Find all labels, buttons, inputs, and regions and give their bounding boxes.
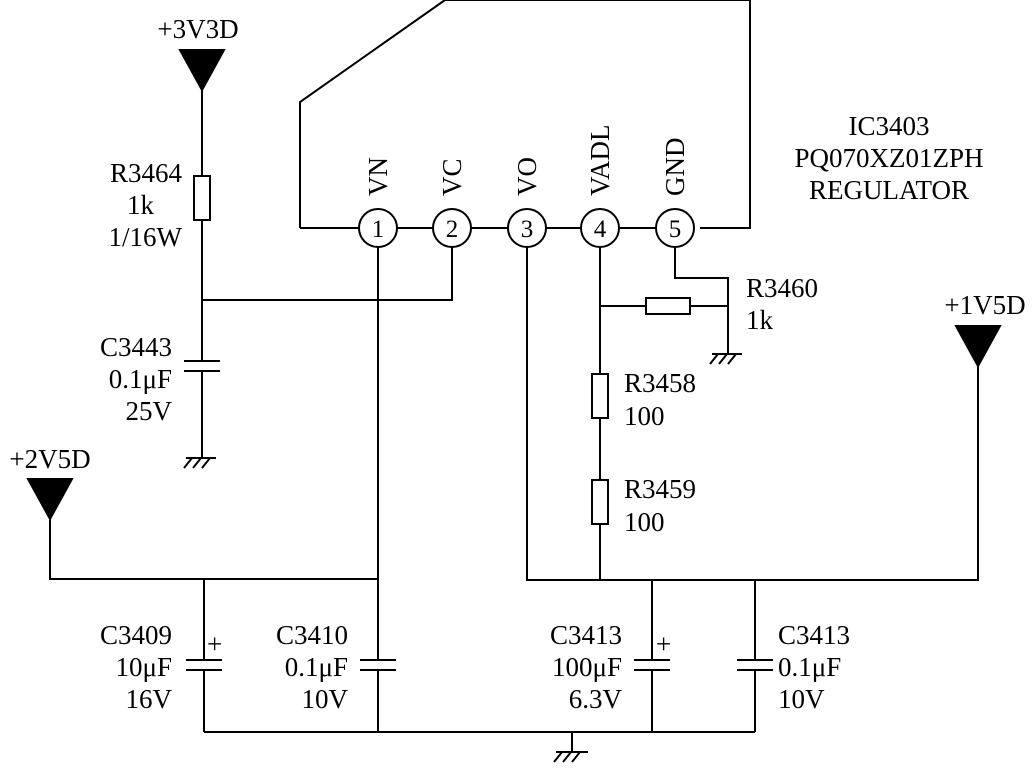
r3460-ref: R3460 bbox=[746, 273, 818, 303]
c3413a-polarity: + bbox=[656, 629, 671, 659]
r3464-ref: R3464 bbox=[110, 158, 183, 188]
pin-1-name: VN bbox=[363, 157, 393, 196]
ground-icon bbox=[709, 353, 742, 365]
c3413a-value: 100μF bbox=[552, 652, 622, 682]
pin-2-number: 2 bbox=[446, 216, 459, 243]
pin-3-name: VO bbox=[512, 157, 542, 196]
ic-type-label: REGULATOR bbox=[809, 175, 969, 205]
r3458-ref: R3458 bbox=[624, 368, 696, 398]
r3459-body bbox=[591, 479, 609, 525]
r3464-body bbox=[193, 175, 211, 221]
c3409-ref: C3409 bbox=[100, 620, 172, 650]
pin-3-number: 3 bbox=[521, 216, 534, 243]
rail-2v5-label: +2V5D bbox=[9, 444, 90, 474]
r3458-body bbox=[591, 373, 609, 419]
pin-5-number: 5 bbox=[669, 216, 682, 243]
c3410-ref: C3410 bbox=[276, 620, 348, 650]
r3458-value: 100 bbox=[624, 401, 665, 431]
ic3403-pins: 1 2 3 4 5 VN VC VO VADL GND bbox=[358, 124, 695, 248]
pin-4-name: VADL bbox=[585, 124, 615, 196]
ic-part-label: PQ070XZ01ZPH bbox=[794, 143, 983, 173]
rail-3v3-arrow bbox=[178, 49, 226, 93]
c3443-value: 0.1μF bbox=[109, 364, 172, 394]
c3409-polarity: + bbox=[207, 629, 222, 659]
c3413b-value: 0.1μF bbox=[778, 652, 841, 682]
pin-1-number: 1 bbox=[372, 216, 385, 243]
c3443-ref: C3443 bbox=[100, 332, 172, 362]
c3409-voltage: 16V bbox=[126, 684, 173, 714]
pin-4-number: 4 bbox=[594, 216, 607, 243]
ground-icon bbox=[183, 457, 216, 469]
c3443-voltage: 25V bbox=[126, 396, 173, 426]
rail-2v5-arrow bbox=[26, 478, 74, 522]
c3409-value: 10μF bbox=[116, 652, 173, 682]
r3464-value: 1k bbox=[127, 190, 155, 220]
ground-icon bbox=[553, 751, 588, 763]
ic-ref-label: IC3403 bbox=[849, 111, 930, 141]
c3410-value: 0.1μF bbox=[285, 652, 348, 682]
pin-5-name: GND bbox=[660, 138, 690, 197]
c3410-voltage: 10V bbox=[302, 684, 349, 714]
c3413b-voltage: 10V bbox=[778, 684, 825, 714]
r3460-value: 1k bbox=[746, 305, 774, 335]
r3464-power: 1/16W bbox=[109, 222, 183, 252]
pin-2-name: VC bbox=[437, 158, 467, 196]
r3459-value: 100 bbox=[624, 507, 665, 537]
c3413a-voltage: 6.3V bbox=[569, 684, 623, 714]
c3413a-ref: C3413 bbox=[550, 620, 622, 650]
ic3403-body bbox=[299, 0, 751, 229]
rail-3v3-label: +3V3D bbox=[157, 14, 238, 44]
rail-1v5-arrow bbox=[954, 325, 1002, 369]
rail-1v5-label: +1V5D bbox=[944, 290, 1025, 320]
r3459-ref: R3459 bbox=[624, 474, 696, 504]
c3413b-ref: C3413 bbox=[778, 620, 850, 650]
r3460-body bbox=[645, 297, 691, 315]
